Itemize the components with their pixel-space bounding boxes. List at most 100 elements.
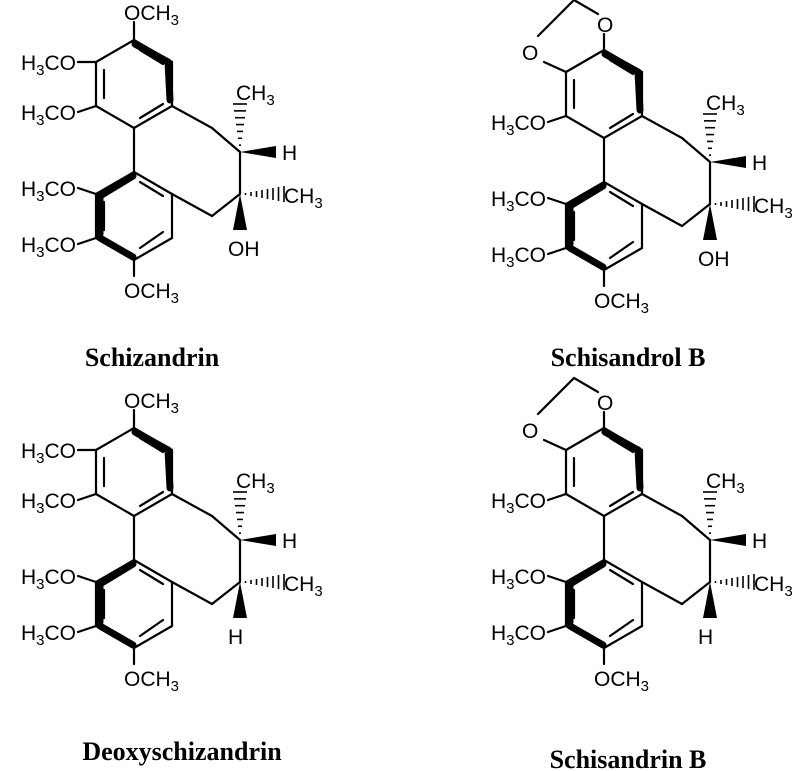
bond	[210, 514, 242, 542]
compound-name: Schisandrin B	[550, 745, 707, 771]
methoxy-label: H3CO	[491, 490, 546, 517]
methylene-bond	[536, 376, 576, 416]
hashed-bond-methyl	[233, 103, 247, 146]
bold-bond	[164, 58, 174, 104]
bond	[602, 558, 644, 584]
bond	[546, 196, 568, 206]
methoxy-label: H3CO	[491, 566, 546, 593]
methoxy-label: H3CO	[21, 178, 76, 205]
methoxy-label: H3CO	[21, 52, 76, 79]
bond	[76, 236, 98, 246]
bond	[210, 580, 242, 606]
bond	[170, 492, 214, 518]
double-bond-inner	[608, 240, 635, 260]
bottom-substituent-label: OH	[228, 238, 260, 261]
double-bond-inner	[138, 618, 165, 638]
bond	[94, 426, 136, 452]
methoxy-top-label: OCH3	[124, 390, 179, 417]
h-label: H	[752, 530, 767, 553]
h-label: H	[282, 142, 297, 165]
bond	[76, 574, 98, 584]
bond	[76, 186, 98, 196]
bond	[640, 580, 684, 606]
bond	[546, 624, 568, 634]
hashed-bond-methyl	[703, 491, 717, 534]
double-bond-inner	[138, 568, 165, 586]
bond	[170, 192, 214, 218]
methoxy-bottom-label: OCH3	[124, 280, 179, 307]
double-bond-inner	[138, 102, 165, 120]
double-bond-inner	[608, 112, 635, 130]
double-bond-inner	[138, 230, 165, 250]
methoxy-bottom-label: OCH3	[124, 668, 179, 695]
bold-bond	[634, 446, 644, 492]
ring-oxygen-label: O	[522, 42, 538, 65]
bond	[564, 492, 606, 518]
hashed-bond-methyl	[714, 574, 755, 590]
bond	[542, 438, 568, 452]
methoxy-label: H3CO	[21, 566, 76, 593]
h-label: H	[752, 152, 767, 175]
methyl-right-label: CH3	[754, 573, 793, 600]
bond	[132, 624, 174, 650]
methoxy-bottom-label: OCH3	[594, 290, 649, 317]
bold-bond	[96, 622, 137, 649]
bond	[170, 104, 214, 130]
bold-bond	[96, 234, 137, 261]
methylene-bond	[572, 376, 600, 394]
wedge-bond-bottom	[233, 194, 247, 230]
methoxy-label: H3CO	[491, 622, 546, 649]
bold-bond	[566, 622, 607, 649]
bond	[680, 202, 712, 228]
bond	[76, 104, 98, 114]
bond	[76, 492, 98, 502]
methoxy-label: H3CO	[21, 440, 76, 467]
bond	[640, 492, 684, 518]
bold-bond	[131, 40, 172, 66]
bold-bond	[566, 244, 607, 271]
bond	[170, 580, 214, 606]
bond	[210, 126, 242, 154]
bond	[564, 48, 606, 74]
compound-name: Schizandrin	[85, 343, 220, 372]
methyl-top-label: CH3	[236, 82, 275, 109]
methylene-bond	[572, 0, 600, 16]
bond	[680, 514, 712, 542]
bond	[94, 104, 136, 130]
bond	[680, 580, 712, 606]
bond	[602, 246, 644, 272]
bond	[94, 38, 136, 64]
bold-bond	[131, 428, 172, 454]
compound-name: Deoxyschizandrin	[82, 737, 282, 766]
bold-bond	[601, 428, 642, 454]
hashed-bond-methyl	[244, 574, 285, 590]
hashed-bond-methyl	[233, 491, 247, 534]
double-bond-inner	[608, 568, 635, 586]
bond	[546, 492, 568, 502]
methyl-top-label: CH3	[706, 470, 745, 497]
methoxy-label: H3CO	[21, 622, 76, 649]
methoxy-label: H3CO	[491, 112, 546, 139]
wedge-bond-h	[710, 156, 746, 168]
methylene-bond	[536, 0, 576, 38]
bond	[546, 114, 568, 124]
methoxy-top-label: OCH3	[124, 2, 179, 29]
bond	[94, 492, 136, 518]
bond	[132, 236, 174, 262]
bond	[640, 114, 684, 140]
double-bond-inner	[138, 490, 165, 508]
bond	[210, 192, 242, 218]
methyl-right-label: CH3	[284, 185, 323, 212]
bond	[602, 180, 644, 206]
bold-bond	[566, 560, 607, 588]
double-bond-inner	[608, 618, 635, 638]
bold-bond	[96, 560, 137, 588]
double-bond-inner	[608, 490, 635, 508]
bold-bond	[96, 172, 137, 200]
ring-oxygen-label: O	[597, 14, 613, 37]
bond	[602, 114, 644, 140]
